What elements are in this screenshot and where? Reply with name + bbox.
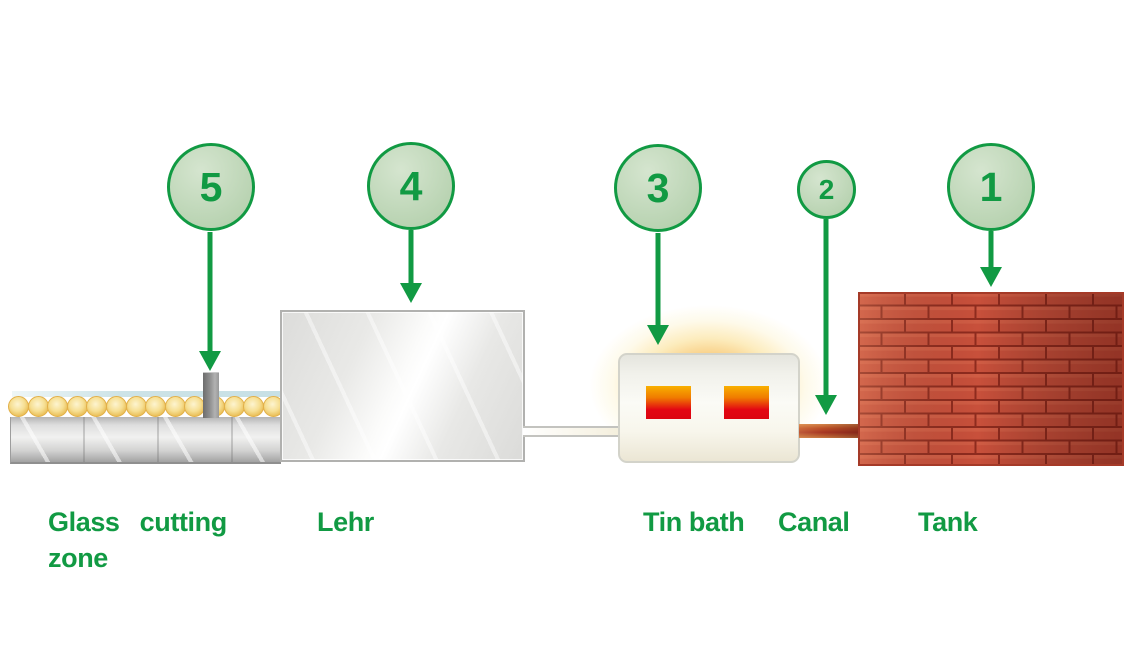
label-tin-bath-text: Tin bath xyxy=(643,507,745,537)
label-canal-text: Canal xyxy=(778,507,850,537)
heater-block-icon xyxy=(724,386,769,419)
roller-icon xyxy=(243,396,265,417)
glass-sheet xyxy=(12,391,280,397)
roller-icon xyxy=(145,396,167,417)
marker-5: 5 xyxy=(167,143,255,231)
canal-pipe xyxy=(799,424,859,438)
tank-brick-wall xyxy=(858,292,1124,466)
label-glass-cutting-line1: Glass cutting xyxy=(48,507,227,537)
label-canal: Canal xyxy=(778,504,850,540)
marker-1: 1 xyxy=(947,143,1035,231)
down-arrow-icon xyxy=(199,232,221,371)
marker-2-number: 2 xyxy=(818,173,835,205)
marker-5-number: 5 xyxy=(199,163,223,210)
marker-1-number: 1 xyxy=(979,163,1003,210)
roller-icon xyxy=(27,396,49,417)
heater-block-icon xyxy=(646,386,691,419)
down-arrow-icon xyxy=(815,219,837,415)
down-arrow-icon xyxy=(980,231,1002,287)
label-tin-bath: Tin bath xyxy=(643,504,745,540)
roller-icon xyxy=(164,396,186,417)
label-tank-text: Tank xyxy=(918,507,978,537)
marker-3-number: 3 xyxy=(646,164,670,211)
label-glass-cutting-zone: Glass cutting zone xyxy=(48,504,227,576)
label-glass-cutting-line2: zone xyxy=(48,543,108,573)
down-arrow-icon xyxy=(647,233,669,345)
cutting-blade xyxy=(203,372,219,418)
roller-icon xyxy=(8,396,29,417)
lehr-box xyxy=(280,310,525,462)
down-arrow-icon xyxy=(400,230,422,303)
roller-icon xyxy=(125,396,147,417)
conveyor-platform xyxy=(10,417,281,464)
marker-4-number: 4 xyxy=(399,162,423,209)
label-tank: Tank xyxy=(918,504,978,540)
conveyor-rollers xyxy=(8,396,284,417)
label-lehr: Lehr xyxy=(317,504,374,540)
marker-3: 3 xyxy=(614,144,702,232)
glass-ribbon-connector xyxy=(523,426,619,437)
marker-4: 4 xyxy=(367,142,455,230)
marker-2: 2 xyxy=(797,160,856,219)
roller-icon xyxy=(106,396,128,417)
label-lehr-text: Lehr xyxy=(317,507,374,537)
roller-icon xyxy=(66,396,88,417)
roller-icon xyxy=(86,396,108,417)
roller-icon xyxy=(223,396,245,417)
brick-pattern-icon xyxy=(858,292,1124,466)
roller-icon xyxy=(47,396,69,417)
